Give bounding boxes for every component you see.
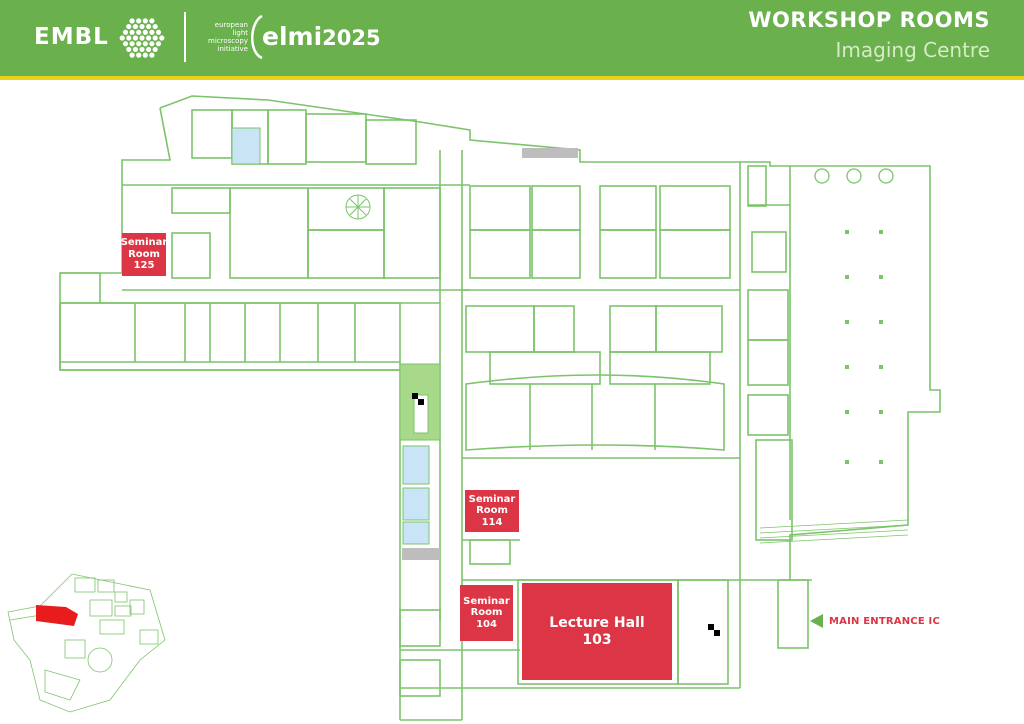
embl-logo-dot <box>129 52 135 58</box>
embl-logo-dot <box>152 46 158 53</box>
embl-logo-dot <box>136 18 142 24</box>
embl-logo-text: EMBL <box>34 24 109 50</box>
embl-logo-dot <box>139 23 145 30</box>
lecture-hall-103[interactable]: Lecture Hall 103 <box>522 583 672 680</box>
embl-logo-dot <box>149 41 155 47</box>
embl-logo-dot <box>142 41 148 47</box>
embl-logo-dot <box>142 29 148 35</box>
room-number: 103 <box>582 631 612 648</box>
embl-logo-dot <box>122 41 129 47</box>
embl-logo-dot <box>129 41 135 47</box>
pillar-markers <box>845 230 883 464</box>
room-name: Seminar <box>463 595 510 607</box>
embl-logo-dot <box>139 46 145 53</box>
room-number: 125 <box>133 260 155 272</box>
room-name-line2: Room <box>476 505 508 517</box>
room-name-line2: Room <box>128 248 160 260</box>
embl-logo-dot <box>152 35 158 41</box>
elmi-year: 2025 <box>322 26 381 50</box>
embl-logo-dot <box>122 29 129 35</box>
embl-logo-dot <box>146 23 152 30</box>
embl-logo-dot <box>149 29 155 35</box>
room-name: Lecture Hall <box>549 615 645 632</box>
header-stripe <box>0 76 1024 80</box>
embl-logo-dot <box>126 46 132 53</box>
embl-logo-dot <box>129 29 135 35</box>
stairs-lower-right <box>759 519 909 544</box>
column-markers <box>814 168 894 184</box>
embl-logo-dot <box>136 41 142 47</box>
embl-logo-icon <box>119 18 165 58</box>
imaging-centre-marker <box>36 605 78 626</box>
embl-logo-dot <box>155 29 162 35</box>
embl-logo-dot <box>136 52 142 58</box>
elmi-tagline-line: initiative <box>217 45 248 53</box>
embl-logo-dot <box>155 41 162 47</box>
main-entrance-label: MAIN ENTRANCE IC <box>829 615 941 627</box>
elmi-logo-icon <box>251 14 263 60</box>
elmi-logo-text: elmi2025 <box>262 22 381 51</box>
staircase <box>399 363 441 441</box>
logo-separator <box>184 12 186 62</box>
embl-logo-dot <box>136 29 142 35</box>
header-bar <box>0 0 1024 76</box>
embl-logo-dot <box>152 23 158 30</box>
floor-plan-walls <box>59 95 941 721</box>
embl-logo-dot <box>146 35 152 41</box>
embl-logo-dot <box>139 35 145 41</box>
room-number: 104 <box>476 618 497 630</box>
elmi-tagline-line: european <box>214 21 248 29</box>
page-subtitle: Imaging Centre <box>835 38 991 62</box>
embl-logo-dot <box>132 23 138 30</box>
embl-logo-dot <box>142 18 148 24</box>
embl-logo-dot <box>149 52 155 58</box>
embl-logo-dot <box>149 18 155 24</box>
elmi-tagline: european light microscopy initiative <box>196 21 248 53</box>
embl-logo-dot <box>159 35 165 41</box>
room-name-line2: Room <box>470 607 503 619</box>
service-bars <box>402 148 578 560</box>
seminar-room-114[interactable]: Seminar Room 114 <box>465 490 519 532</box>
elmi-tagline-line: light microscopy <box>208 29 248 45</box>
elmi-name: elmi <box>262 22 323 51</box>
embl-logo-dot <box>132 35 138 41</box>
embl-logo-dot <box>126 35 132 41</box>
spiral-stair-icon <box>345 194 371 220</box>
embl-logo-dot <box>132 46 138 53</box>
room-name: Seminar <box>468 493 516 505</box>
embl-logo-dot <box>126 23 132 30</box>
seminar-room-125[interactable]: Seminar Room 125 <box>120 233 168 276</box>
room-name: Seminar <box>120 237 168 249</box>
main-entrance-marker: MAIN ENTRANCE IC <box>810 614 940 628</box>
embl-logo-dot <box>129 18 135 24</box>
page-title: WORKSHOP ROOMS <box>748 8 990 32</box>
seminar-room-104[interactable]: Seminar Room 104 <box>460 585 513 641</box>
elevator-icon <box>412 393 424 405</box>
room-number: 114 <box>481 516 503 528</box>
restroom-areas <box>231 127 430 545</box>
campus-minimap <box>7 573 166 713</box>
arrow-left-icon <box>810 614 823 628</box>
elevator-icon <box>708 624 720 636</box>
embl-logo-dot <box>146 46 152 53</box>
floor-plan <box>59 95 941 721</box>
embl-logo-dot <box>119 35 125 41</box>
embl-logo-dot <box>142 52 148 58</box>
